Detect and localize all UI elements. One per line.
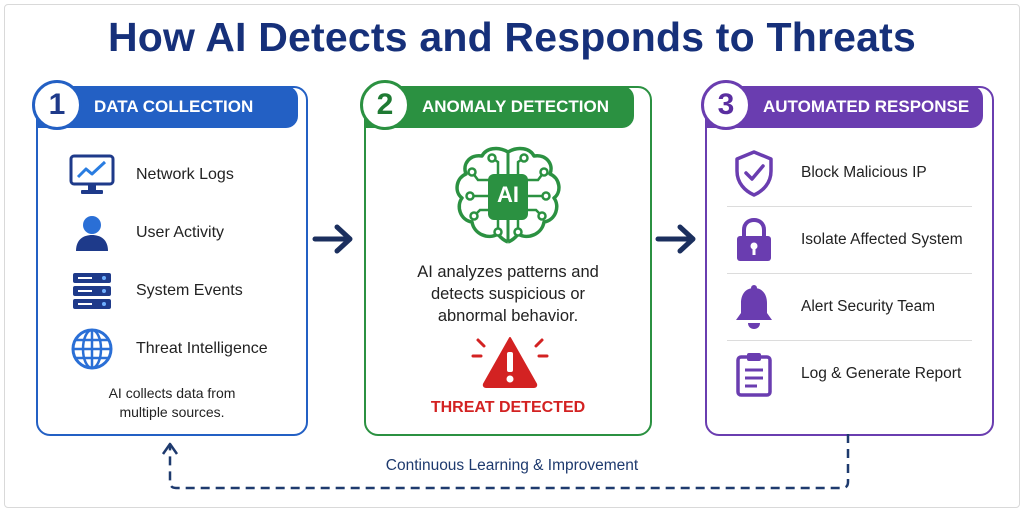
list-item: System Events <box>66 262 268 320</box>
footer-line: AI collects data from <box>108 385 236 401</box>
panel-header: 3 AUTOMATED RESPONSE <box>701 80 983 130</box>
loop-label: Continuous Learning & Improvement <box>385 457 639 474</box>
panel-title: ANOMALY DETECTION <box>422 97 610 116</box>
footer-line: multiple sources. <box>119 404 225 420</box>
diagram-frame <box>4 4 1020 508</box>
threat-detected-label: THREAT DETECTED <box>430 399 586 416</box>
panel-header: 1 DATA COLLECTION <box>32 80 298 130</box>
panel-data-collection: 1 DATA COLLECTION Network Logs Us <box>32 80 308 436</box>
step-number: 2 <box>360 80 410 130</box>
description-line: abnormal behavior. <box>437 307 579 325</box>
data-sources-list: Network Logs User Activity <box>66 146 268 378</box>
panel-header: 2 ANOMALY DETECTION <box>360 80 634 130</box>
panel-footer: AI collects data from multiple sources. <box>38 384 306 422</box>
panel-anomaly-detection: 2 ANOMALY DETECTION AI AI analy <box>360 80 652 436</box>
panel-title: DATA COLLECTION <box>94 97 254 116</box>
server-icon <box>66 269 118 313</box>
description-line: detects suspicious or <box>430 285 586 303</box>
lock-icon <box>727 215 781 265</box>
description-line: AI analyzes patterns and <box>417 263 599 281</box>
list-item: Network Logs <box>66 146 268 204</box>
panel-title: AUTOMATED RESPONSE <box>763 97 970 116</box>
list-item: Threat Intelligence <box>66 320 268 378</box>
panel-description: AI analyzes patterns and detects suspici… <box>366 261 650 327</box>
list-item-label: System Events <box>136 282 243 299</box>
list-item: Isolate Affected System <box>727 207 972 274</box>
bell-icon <box>727 282 781 332</box>
clipboard-icon <box>727 349 781 399</box>
list-item: Block Malicious IP <box>727 140 972 207</box>
response-actions-list: Block Malicious IP Isolate Affected Syst… <box>727 140 972 407</box>
list-item-label: User Activity <box>136 224 225 241</box>
user-icon <box>66 211 118 255</box>
arrow-right-icon <box>312 224 353 254</box>
list-item: User Activity <box>66 204 268 262</box>
panel-automated-response: 3 AUTOMATED RESPONSE Block Malicious IP <box>701 80 994 436</box>
monitor-chart-icon <box>66 153 118 197</box>
brain-label: AI <box>497 182 519 207</box>
list-item: Alert Security Team <box>727 274 972 341</box>
step-number: 1 <box>32 80 82 130</box>
list-item-label: Isolate Affected System <box>801 231 963 248</box>
globe-icon <box>66 327 118 371</box>
list-item-label: Log & Generate Report <box>801 365 962 382</box>
page-title: How AI Detects and Responds to Threats <box>108 14 916 60</box>
list-item: Log & Generate Report <box>727 341 972 407</box>
step-number: 3 <box>701 80 751 130</box>
ai-brain-icon: AI <box>450 144 566 253</box>
list-item-label: Network Logs <box>136 166 234 183</box>
list-item-label: Block Malicious IP <box>801 164 927 181</box>
warning-icon <box>470 334 550 395</box>
shield-check-icon <box>727 148 781 198</box>
list-item-label: Threat Intelligence <box>136 340 268 357</box>
list-item-label: Alert Security Team <box>801 298 936 315</box>
arrow-right-icon <box>655 224 696 254</box>
